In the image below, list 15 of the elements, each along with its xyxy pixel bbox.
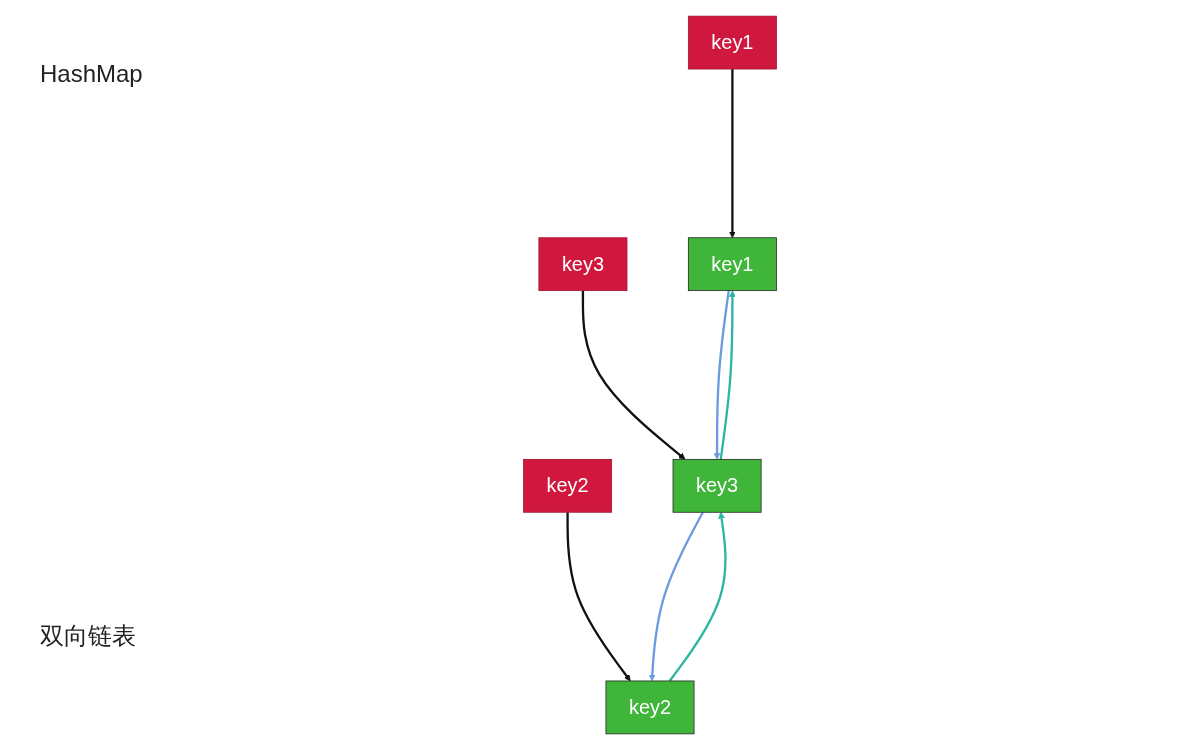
node-box: key1: [687, 237, 777, 292]
arrow: [648, 511, 704, 682]
node-box: key3: [672, 458, 762, 513]
node-box: key2: [605, 680, 695, 735]
node-box: key3: [538, 237, 628, 292]
arrow: [719, 290, 736, 460]
node-box: key1: [687, 15, 777, 70]
arrow: [729, 69, 736, 239]
node-box: key2: [523, 458, 613, 513]
arrow: [668, 511, 727, 682]
arrow: [581, 290, 686, 460]
arrow: [713, 290, 730, 460]
row-label: HashMap: [40, 60, 143, 88]
arrow: [566, 512, 631, 682]
row-label: 双向链表: [40, 621, 136, 651]
